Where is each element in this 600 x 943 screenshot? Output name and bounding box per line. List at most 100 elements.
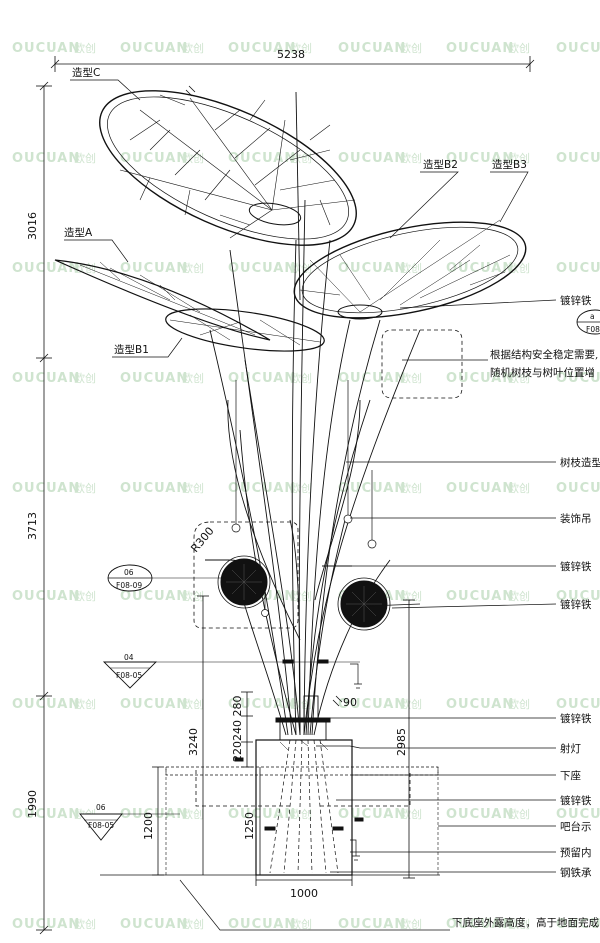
dim-width-label: 5238 <box>277 48 305 61</box>
annotation-texts: 镀锌铁根据结构安全稳定需要,随机树枝与树叶位置增树枝造型装饰吊镀锌铁镀锌铁镀锌铁… <box>452 294 600 929</box>
annotation-note-11: 吧台示 <box>560 820 592 833</box>
svg-text:OUCUAN: OUCUAN <box>338 807 406 822</box>
svg-text:OUCUAN: OUCUAN <box>120 807 188 822</box>
svg-text:欧创: 欧创 <box>74 152 96 165</box>
dim-2985-label: 2985 <box>395 728 408 756</box>
section-symbol-06-f08-05 <box>79 813 180 841</box>
dim-top-height-label: 3016 <box>26 212 39 240</box>
svg-text:OUCUAN: OUCUAN <box>228 151 296 166</box>
annotation-note-2: 随机树枝与树叶位置增 <box>490 366 595 379</box>
svg-text:欧创: 欧创 <box>182 918 204 931</box>
dim-1200-label: 1200 <box>142 812 155 840</box>
svg-text:OUCUAN: OUCUAN <box>12 807 80 822</box>
section-ref-4: F08- <box>586 325 600 334</box>
label-shape-b1: 造型B1 <box>114 343 149 356</box>
svg-text:OUCUAN: OUCUAN <box>338 697 406 712</box>
svg-text:欧创: 欧创 <box>182 482 204 495</box>
svg-text:欧创: 欧创 <box>290 152 312 165</box>
svg-text:OUCUAN: OUCUAN <box>338 917 406 932</box>
annotation-note-5: 镀锌铁 <box>560 560 592 573</box>
svg-text:OUCUAN: OUCUAN <box>338 151 406 166</box>
svg-text:欧创: 欧创 <box>182 262 204 275</box>
annotation-note-4: 装饰吊 <box>560 512 592 525</box>
svg-text:OUCUAN: OUCUAN <box>556 807 600 822</box>
svg-text:欧创: 欧创 <box>74 590 96 603</box>
svg-text:欧创: 欧创 <box>74 918 96 931</box>
svg-text:欧创: 欧创 <box>400 590 422 603</box>
svg-text:欧创: 欧创 <box>290 918 312 931</box>
svg-text:OUCUAN: OUCUAN <box>120 697 188 712</box>
section-ref-3: F08-05 <box>88 821 114 830</box>
dimension-lines <box>36 56 535 935</box>
label-shape-a: 造型A <box>64 226 93 239</box>
dim-mid-height-label: 3713 <box>26 512 39 540</box>
svg-text:OUCUAN: OUCUAN <box>556 41 600 56</box>
svg-text:OUCUAN: OUCUAN <box>12 41 80 56</box>
annotation-note-10: 镀锌铁 <box>560 794 592 807</box>
dim-1000-label: 1000 <box>290 887 318 900</box>
svg-text:OUCUAN: OUCUAN <box>120 917 188 932</box>
svg-text:欧创: 欧创 <box>182 590 204 603</box>
annotation-note-6: 镀锌铁 <box>560 598 592 611</box>
svg-text:欧创: 欧创 <box>182 698 204 711</box>
svg-text:OUCUAN: OUCUAN <box>120 481 188 496</box>
svg-text:OUCUAN: OUCUAN <box>556 917 600 932</box>
svg-text:欧创: 欧创 <box>74 372 96 385</box>
svg-text:欧创: 欧创 <box>400 262 422 275</box>
section-num-1: 06 <box>124 568 134 577</box>
svg-text:欧创: 欧创 <box>400 808 422 821</box>
galvanized-discs <box>217 555 391 631</box>
svg-text:OUCUAN: OUCUAN <box>556 589 600 604</box>
annotation-note-7: 镀锌铁 <box>560 712 592 725</box>
svg-text:OUCUAN: OUCUAN <box>120 589 188 604</box>
label-shape-c: 造型C <box>72 66 100 79</box>
annotation-note-14: 下底座外露高度，高于地面完成 <box>452 916 599 929</box>
section-num-3: 06 <box>96 803 106 812</box>
svg-text:欧创: 欧创 <box>508 152 530 165</box>
svg-text:OUCUAN: OUCUAN <box>446 371 514 386</box>
label-shape-b3: 造型B3 <box>492 158 527 171</box>
svg-text:OUCUAN: OUCUAN <box>446 41 514 56</box>
svg-text:OUCUAN: OUCUAN <box>446 917 514 932</box>
small-mark-label: 90 <box>343 696 357 709</box>
section-num-4: a <box>590 312 595 321</box>
svg-text:OUCUAN: OUCUAN <box>228 371 296 386</box>
detail-marks <box>185 85 343 707</box>
svg-text:欧创: 欧创 <box>400 698 422 711</box>
svg-text:欧创: 欧创 <box>74 482 96 495</box>
svg-text:OUCUAN: OUCUAN <box>446 261 514 276</box>
svg-text:欧创: 欧创 <box>182 152 204 165</box>
svg-text:OUCUAN: OUCUAN <box>120 371 188 386</box>
dim-220-240-280-label: 220240 280 <box>231 696 244 762</box>
annotation-note-3: 树枝造型 <box>560 456 600 469</box>
svg-text:OUCUAN: OUCUAN <box>228 807 296 822</box>
annotation-note-0: 镀锌铁 <box>560 294 592 307</box>
svg-text:欧创: 欧创 <box>400 918 422 931</box>
svg-text:欧创: 欧创 <box>400 372 422 385</box>
svg-text:OUCUAN: OUCUAN <box>556 151 600 166</box>
svg-text:OUCUAN: OUCUAN <box>228 41 296 56</box>
